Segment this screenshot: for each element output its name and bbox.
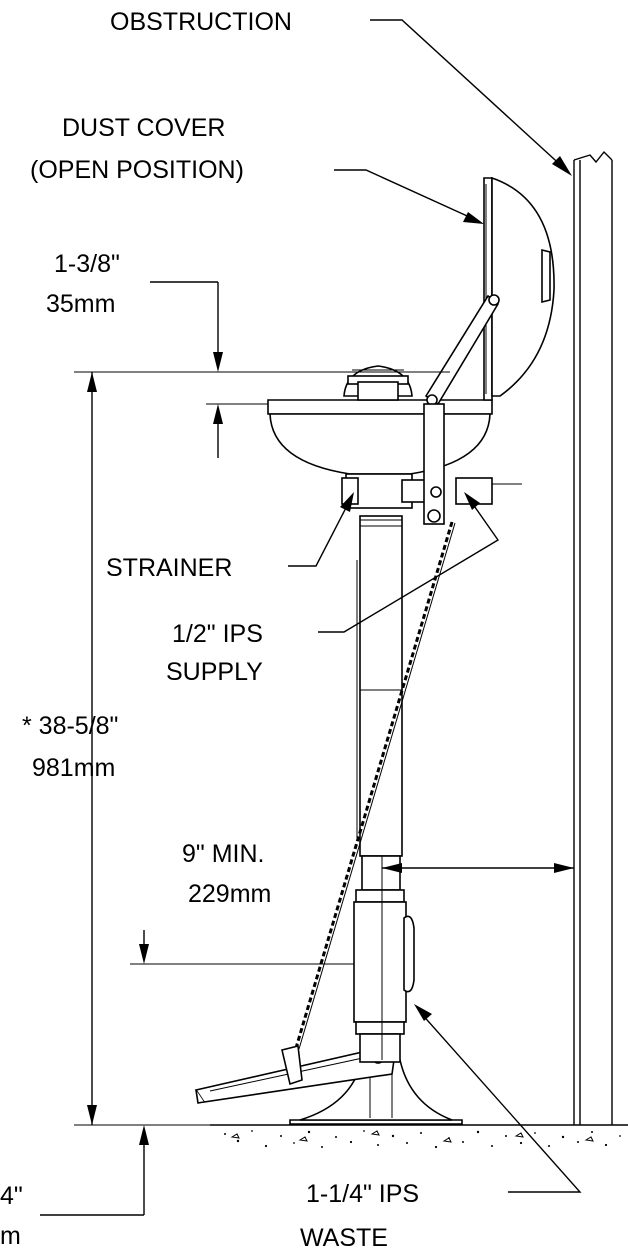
top-offset-imperial-label: 1-3/8": [54, 250, 120, 278]
waste-height-metric-label: m: [0, 1222, 21, 1250]
dust-cover-position-label: (OPEN POSITION): [30, 156, 244, 184]
dust-cover: [483, 176, 555, 401]
height-dimension: [74, 371, 450, 1126]
top-offset-dimension: [150, 281, 268, 458]
top-offset-metric-label: 35mm: [46, 290, 115, 318]
clearance-dimension: [381, 856, 574, 1060]
supply-size-label: 1/2" IPS: [172, 620, 263, 648]
eyewash-head: [343, 365, 413, 401]
height-imperial-label: * 38-5/8": [22, 712, 118, 740]
height-metric-label: 981mm: [32, 754, 115, 782]
waste-height-dimension: [40, 930, 354, 1216]
obstruction-wall: [573, 150, 613, 1125]
clearance-imperial-label: 9" MIN.: [182, 840, 265, 868]
pull-chain: [281, 521, 456, 1086]
pedestal-pipe: [356, 515, 403, 891]
dust-cover-label: DUST COVER: [62, 114, 225, 142]
waste-coupling: [353, 889, 415, 1063]
waste-height-imperial-label: 4": [0, 1182, 23, 1210]
supply-label: SUPPLY: [166, 658, 263, 686]
labels: OBSTRUCTION DUST COVER (OPEN POSITION) 1…: [0, 8, 419, 1252]
waste-size-label: 1-1/4" IPS: [306, 1180, 419, 1208]
obstruction-label: OBSTRUCTION: [110, 8, 292, 36]
leader-lines: [288, 19, 582, 1193]
floor: [210, 1124, 628, 1149]
waste-label: WASTE: [300, 1224, 388, 1252]
strainer-label: STRAINER: [106, 554, 232, 582]
clearance-metric-label: 229mm: [188, 880, 271, 908]
